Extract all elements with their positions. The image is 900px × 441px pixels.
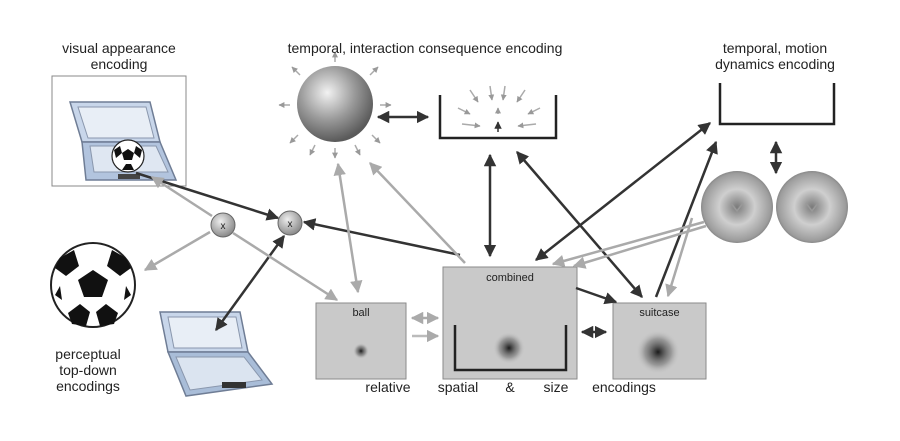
perceptual-label-line2: top-down (59, 362, 117, 378)
perceptual-label-line1: perceptual (55, 346, 121, 362)
soccer-ball-small-icon (111, 139, 145, 173)
bottom-word-size: size (543, 379, 569, 395)
motion-dynamics-bracket (718, 83, 836, 126)
visual-appearance-label-line2: encoding (90, 56, 148, 72)
perceptual-encodings-label: perceptual top-down encodings (40, 346, 136, 394)
visual-appearance-label-line1: visual appearance (62, 40, 176, 56)
suitcase-box (612, 302, 707, 380)
temporal-motion-label: temporal, motion dynamics encoding (700, 40, 850, 72)
multiply-label-1: x (220, 221, 226, 232)
bottom-word-relative: relative (365, 379, 411, 395)
suitcase-icon (159, 311, 274, 397)
ball-box (315, 302, 407, 380)
multiply-label-2: x (287, 219, 293, 230)
visual-appearance-label: visual appearance encoding (40, 40, 198, 72)
visual-appearance-image (51, 75, 187, 187)
combined-label: combined (486, 272, 534, 284)
suitcase-label: suitcase (639, 307, 680, 319)
perceptual-label-line3: encodings (56, 378, 120, 394)
interaction-consequence-bracket (438, 85, 558, 140)
temporal-interaction-label: temporal, interaction consequence encodi… (287, 40, 563, 56)
bottom-word-encodings: encodings (592, 379, 656, 395)
soccer-ball-icon (50, 242, 136, 328)
interaction-sphere (278, 51, 392, 159)
temporal-motion-label-line1: temporal, motion (722, 40, 828, 56)
bottom-word-spatial: spatial (437, 379, 479, 395)
temporal-motion-label-line2: dynamics encoding (715, 56, 835, 72)
motion-spheres (701, 171, 848, 243)
ball-label: ball (352, 307, 370, 319)
bottom-word-ampersand: & (505, 379, 515, 395)
multiply-node-2 (277, 210, 303, 236)
